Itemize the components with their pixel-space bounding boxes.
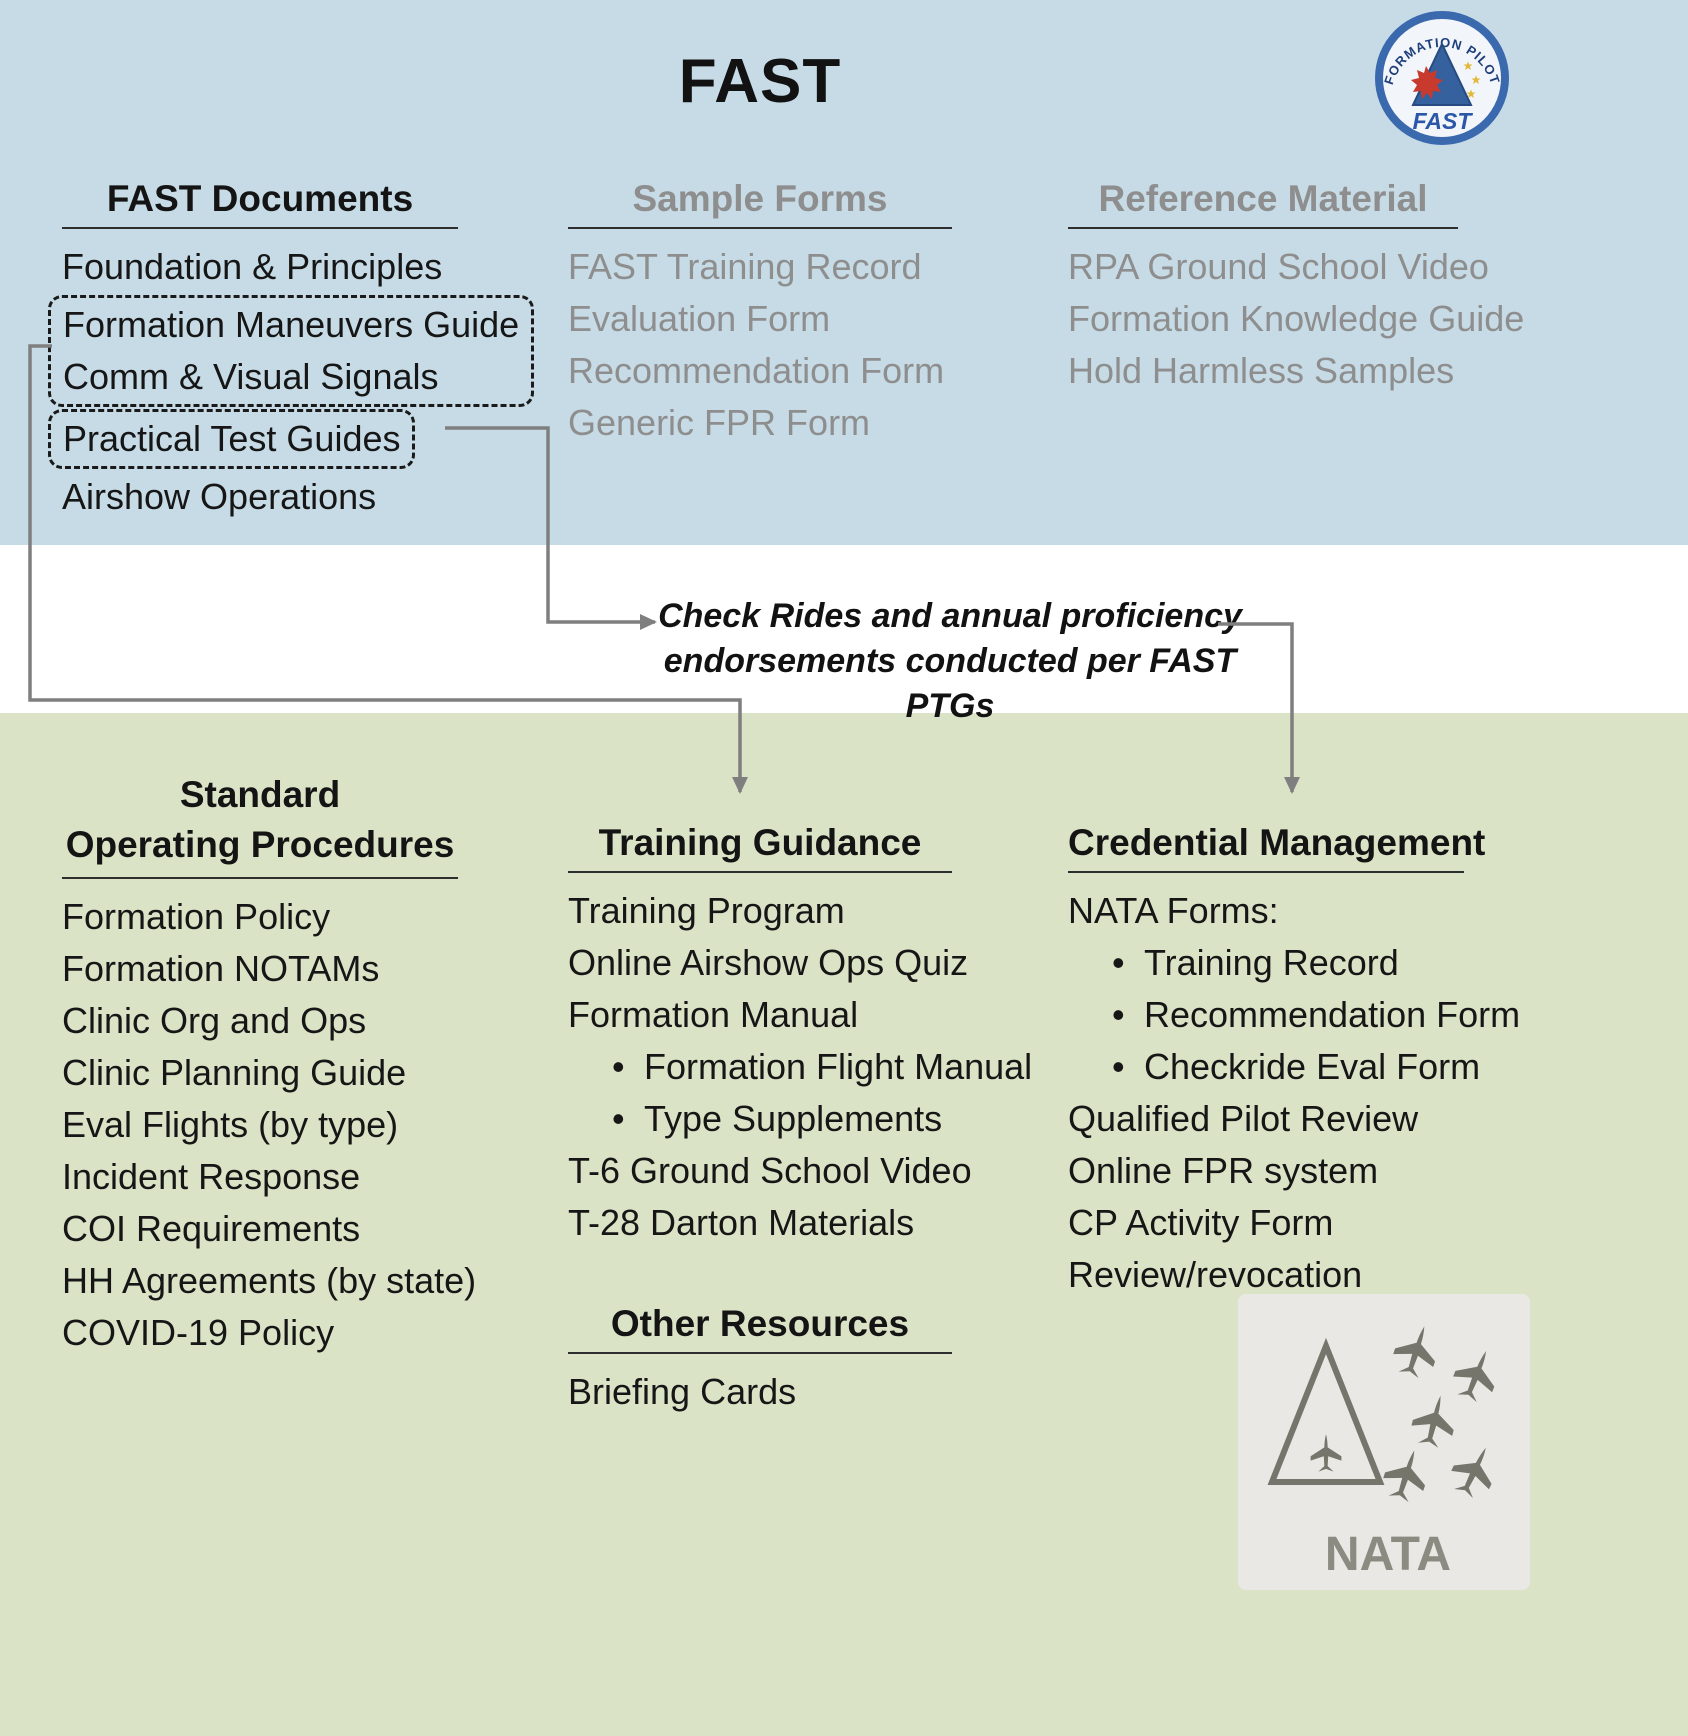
list-item: Formation Maneuvers Guide — [63, 304, 520, 345]
training-guidance-heading: Training Guidance — [568, 822, 952, 873]
list-item: COVID-19 Policy — [62, 1312, 335, 1353]
list-item: Online FPR system — [1068, 1150, 1379, 1191]
sample-forms-heading: Sample Forms — [568, 178, 952, 229]
nata-plane-icons — [1310, 1319, 1506, 1506]
list-item: Online Airshow Ops Quiz — [568, 942, 969, 983]
maple-leaf-icon — [1411, 66, 1443, 99]
list-item: Incident Response — [62, 1156, 361, 1197]
list-item: Formation Flight Manual — [568, 1041, 1032, 1093]
plane-icon — [1378, 1443, 1435, 1506]
list-item: Training Program — [568, 890, 845, 931]
list-item: Airshow Operations — [62, 476, 377, 517]
list-item: T-28 Darton Materials — [568, 1202, 915, 1243]
column-training-guidance: Training Guidance Training Program Onlin… — [568, 822, 1032, 1418]
reference-material-heading: Reference Material — [1068, 178, 1458, 229]
list-item: Recommendation Form — [568, 350, 945, 391]
list-item: Training Record — [1068, 937, 1464, 989]
list-item: Qualified Pilot Review — [1068, 1098, 1419, 1139]
note-line-1: Check Rides and annual proficiency — [658, 597, 1242, 635]
sop-heading: Standard Operating Procedures — [62, 770, 458, 879]
list-item: Evaluation Form — [568, 298, 831, 339]
other-resources-section: Other Resources Briefing Cards — [568, 1303, 952, 1418]
list-item: NATA Forms: — [1068, 890, 1279, 931]
list-item: Hold Harmless Samples — [1068, 350, 1455, 391]
list-item: Type Supplements — [568, 1093, 952, 1145]
list-item: RPA Ground School Video — [1068, 246, 1489, 287]
column-fast-documents: FAST Documents Foundation & Principles F… — [48, 178, 535, 523]
plane-icon — [1407, 1390, 1461, 1451]
column-credential-management: Credential Management NATA Forms: Traini… — [1068, 822, 1520, 1301]
plane-icon — [1310, 1434, 1342, 1472]
fast-logo: FORMATION PILOT FAST — [1372, 8, 1512, 148]
plane-icon — [1447, 1343, 1506, 1407]
list-item: T-6 Ground School Video — [568, 1150, 972, 1191]
list-item: Comm & Visual Signals — [63, 356, 439, 397]
list-item: Formation Knowledge Guide — [1068, 298, 1525, 339]
plane-icon — [1388, 1319, 1445, 1382]
dashed-group-maneuvers-comm: Formation Maneuvers Guide Comm & Visual … — [48, 295, 535, 407]
nata-logo: NATA — [1238, 1294, 1530, 1590]
list-item: Generic FPR Form — [568, 402, 871, 443]
list-item: CP Activity Form — [1068, 1202, 1334, 1243]
nata-logo-graphic: NATA — [1267, 1319, 1506, 1581]
list-item: Formation Policy — [62, 896, 331, 937]
list-item: Clinic Org and Ops — [62, 1000, 367, 1041]
page-title: FAST — [678, 47, 842, 116]
list-item: Foundation & Principles — [62, 246, 443, 287]
list-item: HH Agreements (by state) — [62, 1260, 477, 1301]
sop-heading-line-2: Operating Procedures — [65, 824, 455, 865]
column-standard-operating-procedures: Standard Operating Procedures Formation … — [62, 770, 477, 1359]
list-item: COI Requirements — [62, 1208, 361, 1249]
other-resources-heading: Other Resources — [568, 1303, 952, 1354]
star-icons — [1463, 61, 1481, 98]
list-item: Recommendation Form — [1068, 989, 1520, 1041]
list-item: Briefing Cards — [568, 1371, 797, 1412]
list-item: Eval Flights (by type) — [62, 1104, 399, 1145]
list-item: Review/revocation — [1068, 1254, 1363, 1295]
nata-triangle-icon — [1267, 1337, 1385, 1485]
fast-logo-name: FAST — [1413, 108, 1474, 134]
list-item: Formation NOTAMs — [62, 948, 380, 989]
note-text: Check Rides and annual proficiency endor… — [650, 594, 1250, 729]
dashed-group-practical-test: Practical Test Guides — [48, 409, 416, 469]
note-line-2: endorsements conducted per FAST PTGs — [663, 642, 1237, 725]
credential-management-heading: Credential Management — [1068, 822, 1485, 873]
list-item: Formation Manual — [568, 994, 859, 1035]
nata-label: NATA — [1325, 1528, 1451, 1581]
column-sample-forms: Sample Forms FAST Training Record Evalua… — [568, 178, 952, 449]
fast-logo-graphic: FORMATION PILOT FAST — [1375, 11, 1509, 145]
sop-heading-line-1: Standard — [179, 774, 341, 815]
fast-documents-heading: FAST Documents — [62, 178, 458, 229]
plane-icon — [1444, 1438, 1505, 1503]
list-item: Checkride Eval Form — [1068, 1041, 1480, 1093]
list-item: FAST Training Record — [568, 246, 922, 287]
list-item: Practical Test Guides — [63, 418, 401, 459]
list-item: Clinic Planning Guide — [62, 1052, 407, 1093]
column-reference-material: Reference Material RPA Ground School Vid… — [1068, 178, 1525, 397]
